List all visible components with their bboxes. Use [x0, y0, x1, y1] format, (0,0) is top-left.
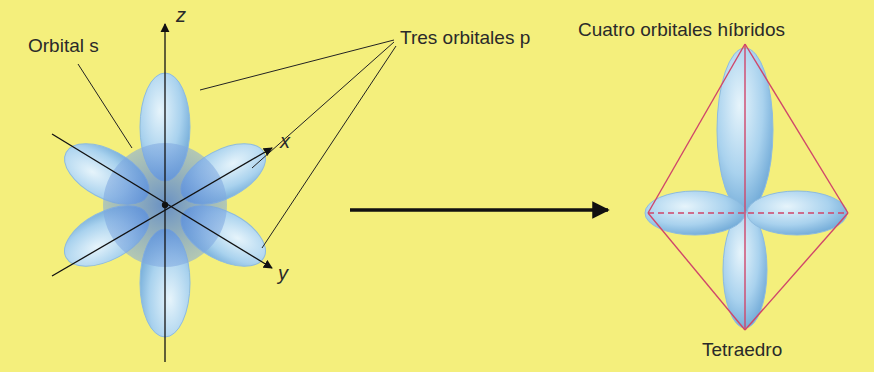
orbital-label: Tres orbitales p [400, 28, 530, 49]
hybrid-orbitals [645, 48, 847, 328]
axis-label: y [278, 262, 288, 284]
leader-lines [78, 40, 396, 248]
axes [52, 24, 272, 362]
shape-label: Tetraedro [702, 340, 782, 361]
axis-label: z [176, 4, 186, 26]
transform-arrow [350, 208, 608, 212]
orbital-label: Orbital s [28, 36, 99, 57]
axis-label: x [280, 130, 290, 152]
orbital-label: Cuatro orbitales híbridos [578, 20, 785, 41]
tetrahedron [648, 44, 848, 330]
